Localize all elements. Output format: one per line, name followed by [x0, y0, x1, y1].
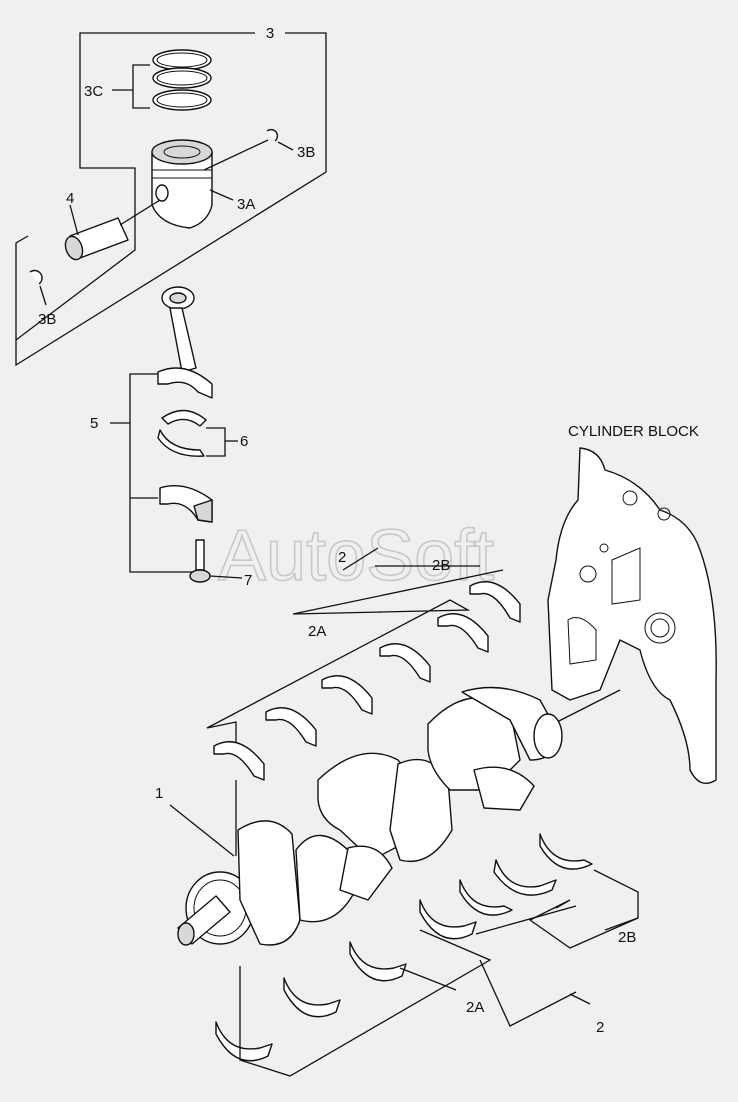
label-3a: 3A: [237, 196, 255, 213]
watermark: AutoSoft: [218, 516, 494, 596]
lower-main-bearings: [215, 833, 593, 1062]
label-3b-top: 3B: [297, 144, 315, 161]
label-2b-lower: 2B: [618, 929, 636, 946]
label-2a-upper: 2A: [308, 623, 326, 640]
label-6: 6: [240, 433, 248, 450]
cylinder-block: [547, 447, 717, 784]
piston: [151, 139, 213, 229]
conrod-bolt: [189, 539, 211, 583]
snap-ring-top: [266, 128, 279, 142]
label-2a-lower: 2A: [466, 999, 484, 1016]
cylinder-block-label: CYLINDER BLOCK: [568, 423, 699, 440]
connecting-rod-cap: [159, 485, 213, 523]
piston-pin: [64, 217, 129, 261]
label-2-upper: 2: [338, 549, 346, 566]
connecting-rod: [157, 286, 213, 399]
label-2-lower: 2: [596, 1019, 604, 1036]
label-3b-left: 3B: [38, 311, 56, 328]
label-7: 7: [244, 572, 252, 589]
conrod-bearings: [157, 409, 207, 457]
label-3c: 3C: [84, 83, 103, 100]
piston-rings: [152, 49, 212, 111]
label-4: 4: [66, 190, 74, 207]
upper-main-bearings: [213, 581, 521, 781]
piston-group-bracket: [15, 32, 327, 367]
label-3: 3: [266, 25, 274, 42]
label-1: 1: [155, 785, 163, 802]
crankshaft: [177, 686, 563, 946]
label-2b-upper: 2B: [432, 557, 450, 574]
snap-ring-left: [29, 269, 43, 285]
label-5: 5: [90, 415, 98, 432]
